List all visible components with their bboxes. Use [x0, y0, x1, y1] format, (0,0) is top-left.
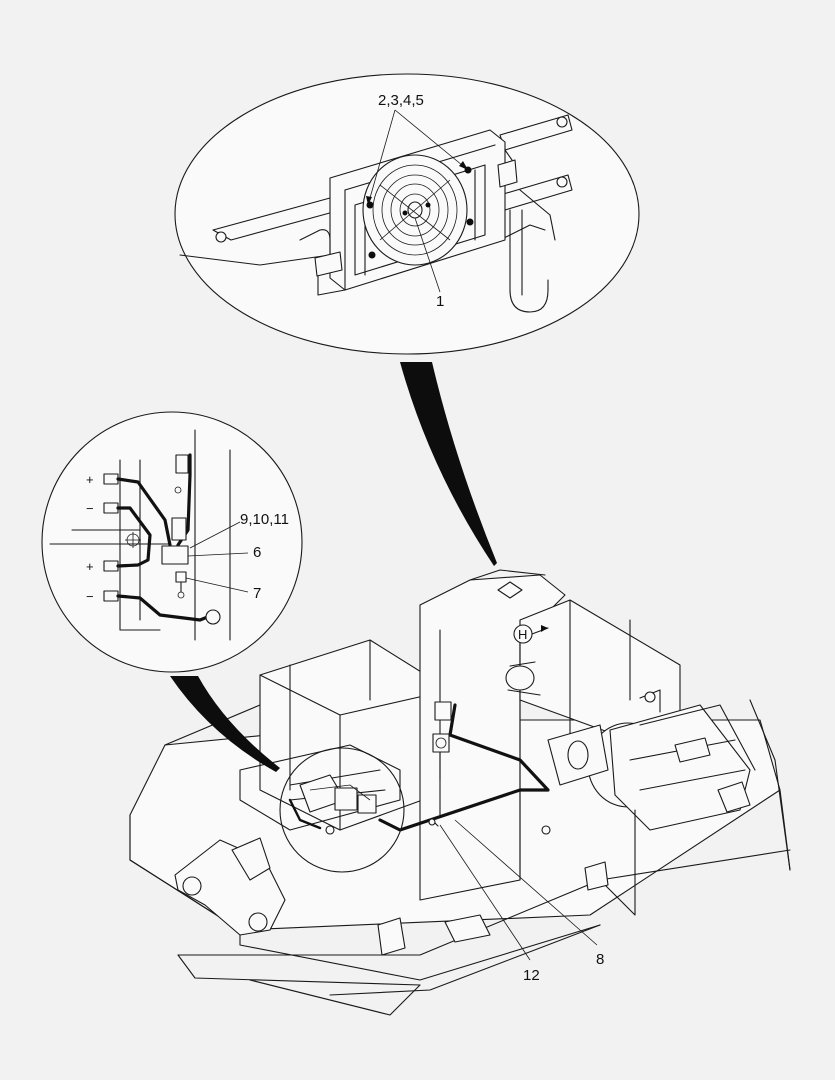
- callout-2-3-4-5: 2,3,4,5: [378, 92, 424, 109]
- terminal-minus-bottom: −: [86, 589, 94, 604]
- fan-detail-oval: 2,3,4,5 1: [174, 73, 640, 355]
- machine-assembly: H: [129, 569, 791, 1016]
- callout-6: 6: [253, 544, 261, 561]
- terminal-minus-top: −: [86, 501, 94, 516]
- callout-9-10-11: 9,10,11: [240, 511, 289, 528]
- terminal-plus-bottom: +: [86, 559, 94, 574]
- h-marker-label: H: [518, 627, 527, 642]
- callout-8: 8: [596, 951, 604, 968]
- terminal-plus-top: +: [86, 472, 94, 487]
- pointer-wedge-left: [170, 676, 280, 772]
- wiring-detail-circle: + − + − 9,10,11 6 7: [41, 411, 303, 673]
- detail-circle-small: [279, 747, 405, 873]
- callout-1: 1: [436, 293, 444, 310]
- callout-12: 12: [523, 967, 540, 984]
- pointer-wedge-top: [400, 362, 497, 566]
- lower-callouts: 12 8: [439, 819, 604, 984]
- callout-7: 7: [253, 585, 261, 602]
